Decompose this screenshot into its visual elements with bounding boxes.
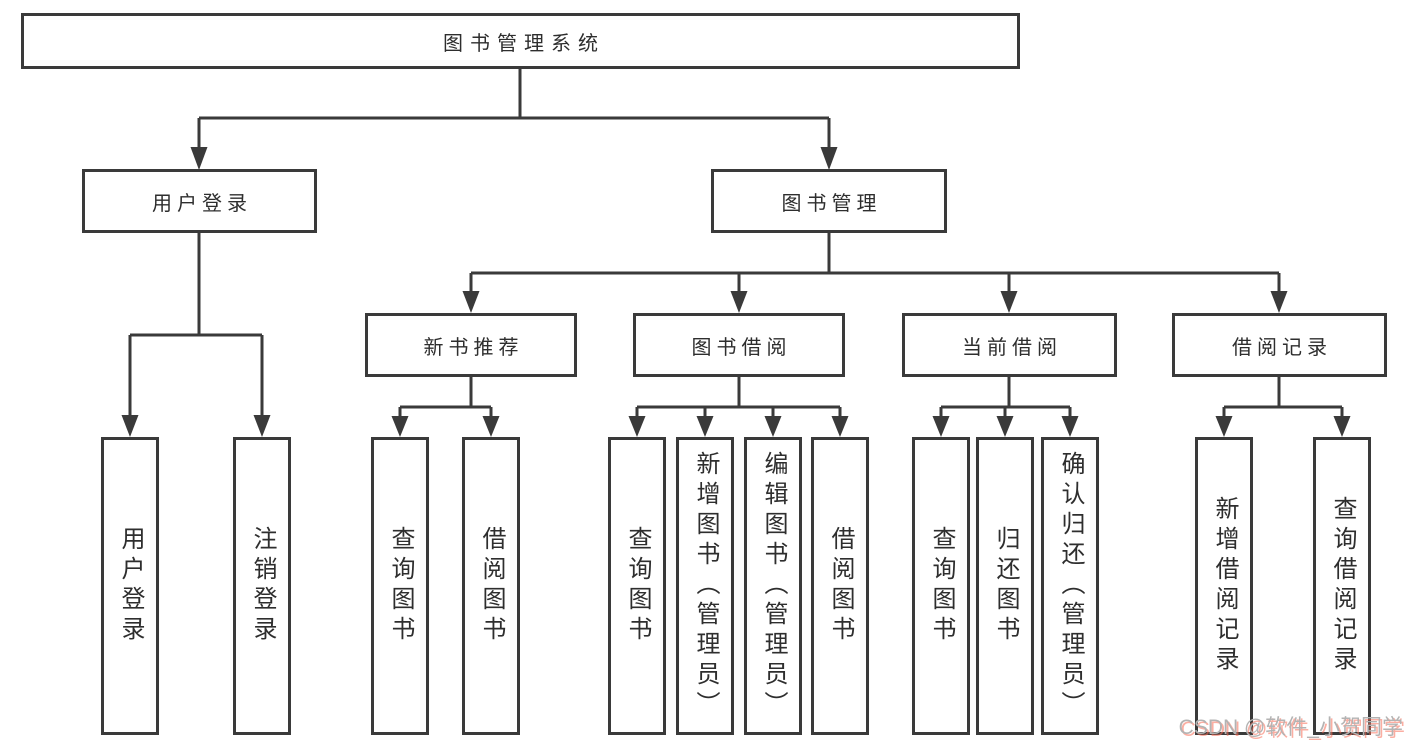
- node-label: 新增图书（管理员）: [692, 451, 719, 721]
- node-label: 查询图书: [624, 526, 651, 646]
- node-label: 用户登录: [152, 192, 252, 215]
- node-label: 查询借阅记录: [1329, 496, 1356, 676]
- node-label: 查询图书: [387, 526, 414, 646]
- node-label: 注销登录: [249, 526, 276, 646]
- node-label: 确认归还（管理员）: [1057, 451, 1084, 721]
- leaf-confirm-return-admin: 确认归还（管理员）: [1041, 437, 1099, 735]
- node-label: 编辑图书（管理员）: [760, 451, 787, 721]
- node-label: 图书管理: [781, 192, 882, 215]
- node-label: 当前借阅: [962, 336, 1062, 359]
- leaf-add-borrow-record: 新增借阅记录: [1195, 437, 1253, 735]
- node-book-management: 图书管理: [711, 169, 947, 233]
- node-user-login: 用户登录: [82, 169, 317, 233]
- node-book-borrowing: 图书借阅: [633, 313, 845, 377]
- leaf-add-books-admin: 新增图书（管理员）: [676, 437, 734, 735]
- leaf-user-login: 用户登录: [101, 437, 159, 735]
- leaf-return-books: 归还图书: [976, 437, 1034, 735]
- leaf-query-books-current: 查询图书: [912, 437, 970, 735]
- leaf-query-borrow-record: 查询借阅记录: [1313, 437, 1371, 735]
- node-library-management-system: 图书管理系统: [21, 13, 1020, 69]
- node-current-borrowing: 当前借阅: [902, 313, 1117, 377]
- leaf-logout: 注销登录: [233, 437, 291, 735]
- leaf-borrow-books-borrowing: 借阅图书: [811, 437, 869, 735]
- leaf-edit-books-admin: 编辑图书（管理员）: [744, 437, 802, 735]
- node-borrowing-records: 借阅记录: [1172, 313, 1387, 377]
- node-label: 借阅图书: [827, 526, 854, 646]
- node-label: 借阅图书: [478, 526, 505, 646]
- node-label: 新书推荐: [423, 336, 524, 359]
- leaf-borrow-books-recommend: 借阅图书: [462, 437, 520, 735]
- watermark: CSDN @软件_小贺同学: [1178, 716, 1403, 739]
- node-label: 归还图书: [992, 526, 1019, 646]
- node-label: 查询图书: [928, 526, 955, 646]
- node-label: 用户登录: [117, 526, 144, 646]
- leaf-query-books-borrowing: 查询图书: [608, 437, 666, 735]
- node-label: 图书管理系统: [443, 32, 605, 55]
- node-label: 图书借阅: [691, 336, 792, 359]
- node-new-book-recommendation: 新书推荐: [365, 313, 577, 377]
- node-label: 借阅记录: [1232, 336, 1332, 359]
- leaf-query-books-recommend: 查询图书: [371, 437, 429, 735]
- node-label: 新增借阅记录: [1211, 496, 1238, 676]
